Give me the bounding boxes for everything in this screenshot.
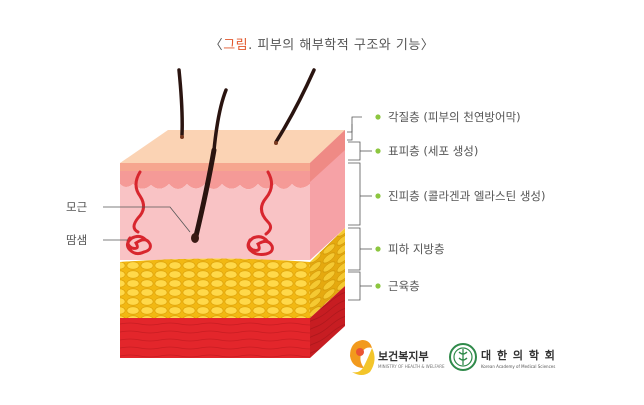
fat-layer-side xyxy=(310,228,345,318)
kams-subtitle: Korean Academy of Medical Sciences xyxy=(481,364,556,369)
epidermis-layer xyxy=(120,171,310,190)
skin-surface-top xyxy=(120,130,345,163)
label-muscle: 근육층 xyxy=(388,279,420,293)
mohw-logo-icon xyxy=(350,340,375,375)
title-bracket-open: 〈 xyxy=(209,38,224,53)
fat-layer xyxy=(120,258,310,318)
figure-title: 〈그림. 피부의 해부학적 구조와 기능〉 xyxy=(0,34,644,53)
bullet-epidermis xyxy=(375,148,381,154)
stratum-corneum xyxy=(120,163,310,171)
title-highlight: 그림 xyxy=(223,38,249,53)
label-subcutaneous-fat: 피하 지방층 xyxy=(388,242,445,256)
mohw-name: 보건복지부 xyxy=(378,350,429,363)
bullet-muscle xyxy=(375,283,381,289)
kams-name: 대 한 의 학 회 xyxy=(481,349,556,362)
hair-left xyxy=(177,68,184,137)
muscle-layer xyxy=(120,318,310,358)
sweat-gland-left xyxy=(125,170,152,256)
bullet-fat xyxy=(375,246,381,252)
hair-right xyxy=(274,68,316,144)
bullet-corneum xyxy=(375,114,381,120)
label-stratum-corneum: 각질층 (피부의 천연방어막) xyxy=(388,110,521,124)
label-hair-root: 모근 xyxy=(66,200,88,214)
title-text: . 피부의 해부학적 구조와 기능 xyxy=(248,38,421,53)
sweat-gland-right xyxy=(246,170,274,256)
label-epidermis: 표피층 (세포 생성) xyxy=(388,144,479,158)
hair-shaft-center xyxy=(193,147,217,239)
layer-brackets xyxy=(347,116,372,301)
mohw-subtitle: MINISTRY OF HEALTH & WELFARE xyxy=(378,364,445,369)
muscle-layer-side xyxy=(310,286,345,358)
bullet-dermis xyxy=(375,193,381,199)
label-dermis: 진피층 (콜라겐과 엘라스틴 생성) xyxy=(388,189,546,203)
hair-root-leader xyxy=(103,206,191,233)
hair-root xyxy=(191,233,199,243)
label-sweat-gland: 땀샘 xyxy=(66,233,88,247)
kams-logo-icon xyxy=(449,343,477,371)
title-bracket-close: 〉 xyxy=(420,38,435,53)
